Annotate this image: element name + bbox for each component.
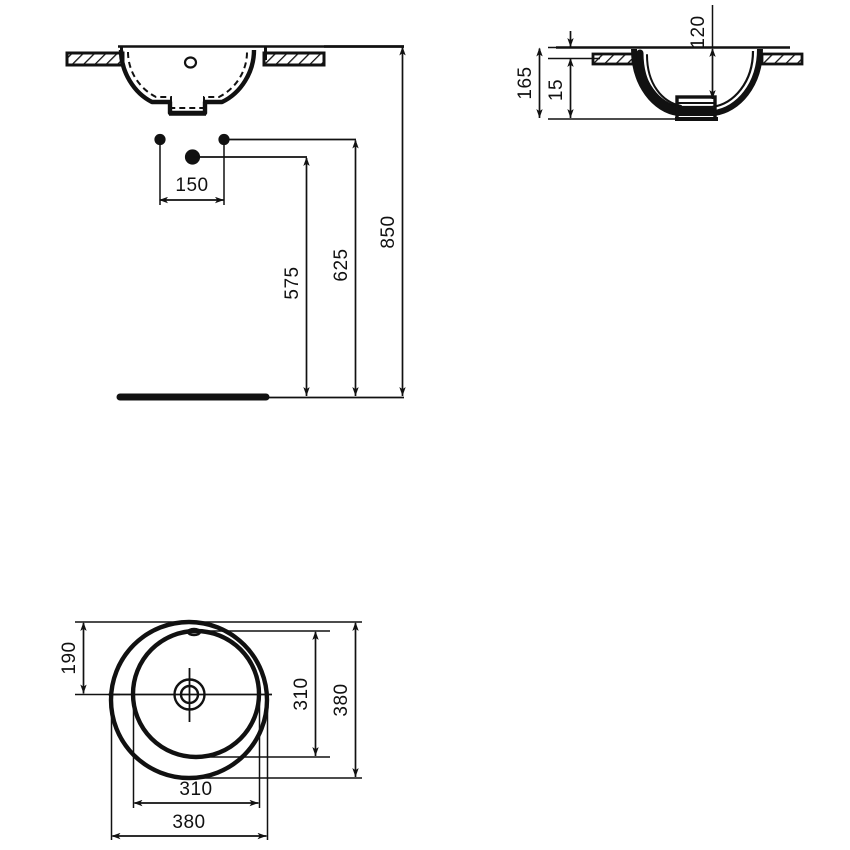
dimension-centre-offset-190: 190 <box>59 622 87 694</box>
dimension-label-150: 150 <box>175 175 208 196</box>
plan-view: 190 310 380 310 380 <box>59 619 362 840</box>
overflow-channel-arc <box>636 49 683 115</box>
drain-circle-inner <box>179 684 200 705</box>
dimension-label-380-horizontal: 380 <box>172 812 205 833</box>
basin-inner-profile-front <box>127 51 248 109</box>
drain-circle-outer <box>173 678 206 711</box>
dimension-overflow-height-575: 575 <box>282 157 310 396</box>
counter-slab-left <box>65 51 125 67</box>
dimension-label-165: 165 <box>515 66 536 99</box>
dimension-taphole-height-625: 625 <box>331 139 359 396</box>
side-section-view: 165 15 120 <box>515 5 804 121</box>
dimension-bowl-depth-165: 165 <box>515 47 543 118</box>
dimension-label-120: 120 <box>688 15 709 48</box>
dimension-outer-380-horizontal: 380 <box>111 812 267 840</box>
dimension-outer-380-vertical: 380 <box>331 622 359 777</box>
front-elevation-view: 150 575 625 850 <box>65 45 406 401</box>
dimension-label-310-horizontal: 310 <box>179 779 212 800</box>
dimension-label-380-vertical: 380 <box>331 683 352 716</box>
overflow-hole-front <box>183 56 198 69</box>
dimension-label-15: 15 <box>546 79 567 101</box>
dimension-bowl-inner-depth-120: 120 <box>688 5 716 99</box>
dimension-cutout-310-horizontal: 310 <box>133 779 259 807</box>
drain-symbol-plan <box>108 668 272 722</box>
counter-slab-right <box>262 51 326 67</box>
dimension-counter-height-850: 850 <box>378 46 406 396</box>
dimension-cutout-310-vertical: 310 <box>291 631 319 756</box>
dimension-counter-thickness-15: 15 <box>546 31 574 118</box>
dimension-label-575: 575 <box>282 266 303 299</box>
dimension-label-190: 190 <box>59 641 80 674</box>
overflow-notch-plan <box>186 627 202 637</box>
side-counter-slab-right <box>760 52 804 66</box>
dimension-label-625: 625 <box>331 248 352 281</box>
dimension-label-850: 850 <box>378 215 399 248</box>
dimension-tap-spacing-150: 150 <box>159 175 224 204</box>
dimension-label-310-vertical: 310 <box>291 677 312 710</box>
